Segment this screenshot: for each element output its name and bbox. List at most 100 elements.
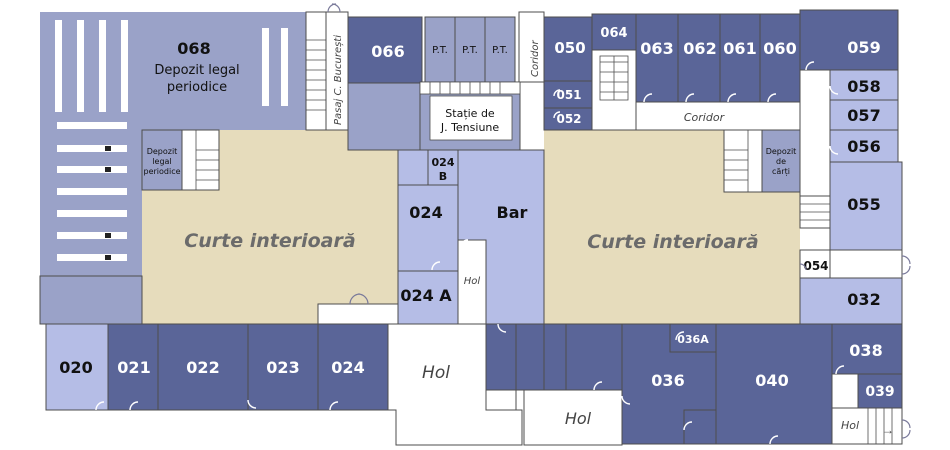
room-038-label: 038 bbox=[849, 341, 882, 360]
room-066-annex[interactable] bbox=[347, 82, 423, 151]
room-050-label: 050 bbox=[554, 39, 585, 57]
corridor-east[interactable] bbox=[799, 69, 831, 201]
pasaj-label: Pasaj C. București bbox=[333, 35, 344, 125]
depozit-carti-line2: de bbox=[776, 157, 786, 166]
room-068-label-2: periodice bbox=[167, 80, 227, 95]
courtyard-right-label: Curte interioară bbox=[587, 231, 758, 253]
room-060[interactable] bbox=[759, 13, 801, 103]
room-052-label: 052 bbox=[556, 112, 581, 126]
depozit-carti-line3: cărți bbox=[772, 167, 790, 177]
depozit-carti-line1: Depozit bbox=[766, 147, 797, 156]
room-bar-sub-2[interactable] bbox=[515, 323, 545, 391]
passage-054 bbox=[829, 249, 903, 279]
room-023-label: 023 bbox=[266, 358, 299, 377]
room-west-lower[interactable] bbox=[39, 275, 143, 325]
hol-center[interactable] bbox=[523, 389, 623, 446]
room-032-label: 032 bbox=[847, 290, 880, 309]
room-068-label-1: Depozit legal bbox=[154, 63, 239, 78]
room-039[interactable] bbox=[857, 373, 903, 409]
room-036-closet[interactable] bbox=[683, 409, 717, 445]
statie-line2: J. Tensiune bbox=[440, 121, 500, 134]
room-063-label: 063 bbox=[640, 39, 673, 58]
room-055-label: 055 bbox=[847, 195, 880, 214]
room-068-number: 068 bbox=[177, 39, 210, 58]
depozit-left-line3: periodice bbox=[143, 167, 180, 176]
room-024a[interactable] bbox=[397, 270, 459, 325]
room-062-label: 062 bbox=[683, 39, 716, 58]
room-057[interactable] bbox=[829, 99, 899, 131]
room-036-label: 036 bbox=[651, 371, 684, 390]
hol-center-label: Hol bbox=[565, 409, 592, 428]
room-061-label: 061 bbox=[723, 39, 756, 58]
room-024-middle[interactable] bbox=[397, 184, 459, 272]
room-058[interactable] bbox=[829, 69, 899, 101]
shelves-horizontal bbox=[57, 122, 127, 261]
room-bar-label: Bar bbox=[497, 203, 528, 222]
room-depozit-carti[interactable] bbox=[761, 129, 801, 193]
wc-small bbox=[485, 389, 517, 411]
pt-3-label: P.T. bbox=[492, 45, 508, 56]
stair-east-steps bbox=[800, 203, 830, 221]
room-063[interactable] bbox=[635, 13, 679, 103]
room-023[interactable] bbox=[247, 323, 319, 411]
room-024b[interactable] bbox=[427, 149, 459, 186]
depozit-left-line2: legal bbox=[152, 157, 171, 166]
room-040[interactable] bbox=[715, 323, 833, 445]
room-024a-label: 024 A bbox=[400, 286, 452, 305]
statie-inner bbox=[429, 95, 513, 141]
room-051-label: 051 bbox=[556, 88, 581, 102]
room-024-bottom[interactable] bbox=[317, 323, 389, 411]
room-pt-3[interactable] bbox=[484, 16, 516, 83]
room-066[interactable] bbox=[347, 16, 423, 84]
statie-steps bbox=[429, 82, 501, 94]
stair-left-steps bbox=[195, 130, 219, 190]
room-061[interactable] bbox=[719, 13, 761, 103]
statie-line1: Stație de bbox=[445, 107, 495, 120]
pasaj-stair bbox=[305, 11, 327, 131]
room-056-label: 056 bbox=[847, 137, 880, 156]
depozit-left-line1: Depozit bbox=[147, 147, 178, 156]
room-056[interactable] bbox=[829, 129, 899, 163]
room-039-label: 039 bbox=[865, 384, 894, 400]
passage-left bbox=[317, 303, 399, 325]
stair-right-small bbox=[723, 129, 763, 193]
room-024-middle-label: 024 bbox=[409, 203, 442, 222]
room-058-label: 058 bbox=[847, 77, 880, 96]
corridor-vertical[interactable] bbox=[518, 11, 545, 83]
room-020[interactable] bbox=[45, 323, 109, 411]
room-054-label: 054 bbox=[803, 259, 828, 273]
room-bar-sub-3[interactable] bbox=[543, 323, 567, 391]
corridor-horizontal-label: Coridor bbox=[684, 111, 726, 124]
hol-right[interactable] bbox=[831, 407, 903, 445]
room-pt-1[interactable] bbox=[424, 16, 456, 83]
room-pt-2[interactable] bbox=[454, 16, 486, 83]
room-050[interactable] bbox=[543, 16, 593, 82]
pasaj-steps bbox=[306, 39, 326, 111]
stair-right-steps bbox=[724, 130, 749, 192]
room-022[interactable] bbox=[157, 323, 249, 411]
room-021[interactable] bbox=[107, 323, 159, 411]
room-059[interactable] bbox=[799, 9, 899, 71]
courtyard-left-label: Curte interioară bbox=[184, 230, 355, 252]
room-bar-sub-1[interactable] bbox=[485, 323, 517, 391]
room-024b-line2: B bbox=[439, 170, 447, 183]
shelf-markers bbox=[105, 146, 111, 260]
room-062[interactable] bbox=[677, 13, 721, 103]
pt-2-label: P.T. bbox=[462, 45, 478, 56]
room-021-label: 021 bbox=[117, 358, 150, 377]
stair-064-steps bbox=[599, 55, 629, 101]
room-032[interactable] bbox=[799, 277, 903, 325]
room-bar-sub-4[interactable] bbox=[565, 323, 623, 391]
corridor-vertical-label: Coridor bbox=[530, 40, 541, 77]
hol-right-label: Hol bbox=[841, 419, 859, 432]
hol-small-label: Hol bbox=[464, 276, 481, 287]
room-051[interactable] bbox=[543, 80, 593, 109]
pt-1-label: P.T. bbox=[432, 45, 448, 56]
room-066-label: 066 bbox=[371, 42, 404, 61]
room-060-label: 060 bbox=[763, 39, 796, 58]
room-depozit-legal-small[interactable] bbox=[141, 129, 183, 191]
door-swings bbox=[95, 3, 911, 445]
hol-big-label: Hol bbox=[422, 363, 450, 383]
room-040-label: 040 bbox=[755, 371, 788, 390]
